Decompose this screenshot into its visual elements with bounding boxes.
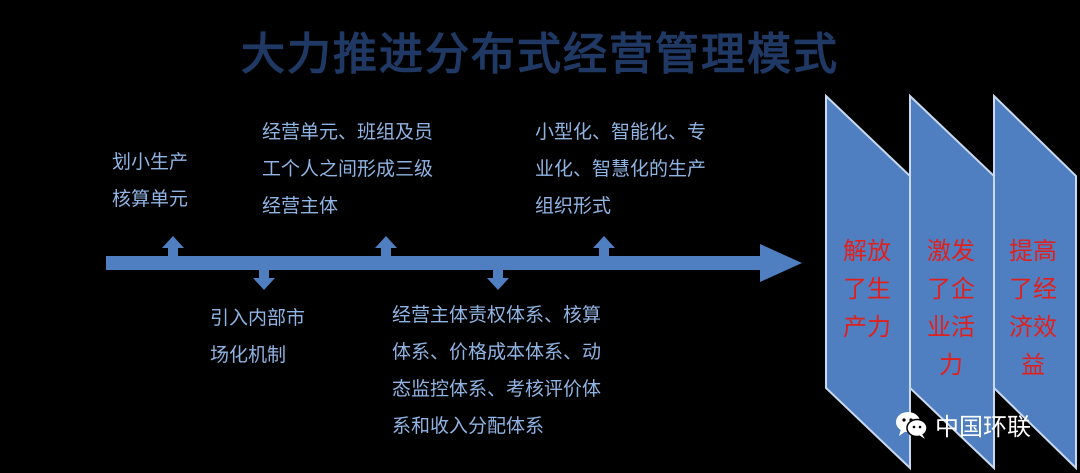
outcome-label-3: 提高 了经 济效 益 [1009,237,1057,379]
outcome-chevron-2 [909,93,995,471]
outcome-chevron-3 [993,93,1077,471]
note-small-units: 划小生产 核算单元 [112,151,189,210]
brand-watermark: 中国环联 [895,407,1031,442]
note-three-level-entities: 经营单元、班组及员 工个人之间形成三级 经营主体 [262,121,434,217]
outcome-label-1: 解放 了生 产力 [843,237,891,341]
down-marker-2 [487,270,509,290]
up-marker-2 [375,236,397,256]
outcome-label-2: 激发 了企 业活 力 [927,237,975,379]
main-timeline-arrow [106,244,802,282]
note-systems: 经营主体责权体系、核算 体系、价格成本体系、动 态监控体系、考核评价体 系和收入… [392,304,602,437]
down-marker-1 [253,270,275,290]
outcome-chevron-1 [825,93,911,471]
wechat-icon [896,411,928,439]
brand-name: 中国环联 [935,413,1031,441]
note-internal-market: 引入内部市 场化机制 [210,307,306,366]
note-production-organization: 小型化、智能化、专 业化、智慧化的生产 组织形式 [535,121,707,217]
up-marker-3 [593,236,615,256]
page-title: 大力推进分布式经营管理模式 [241,29,839,80]
up-marker-1 [162,236,184,256]
